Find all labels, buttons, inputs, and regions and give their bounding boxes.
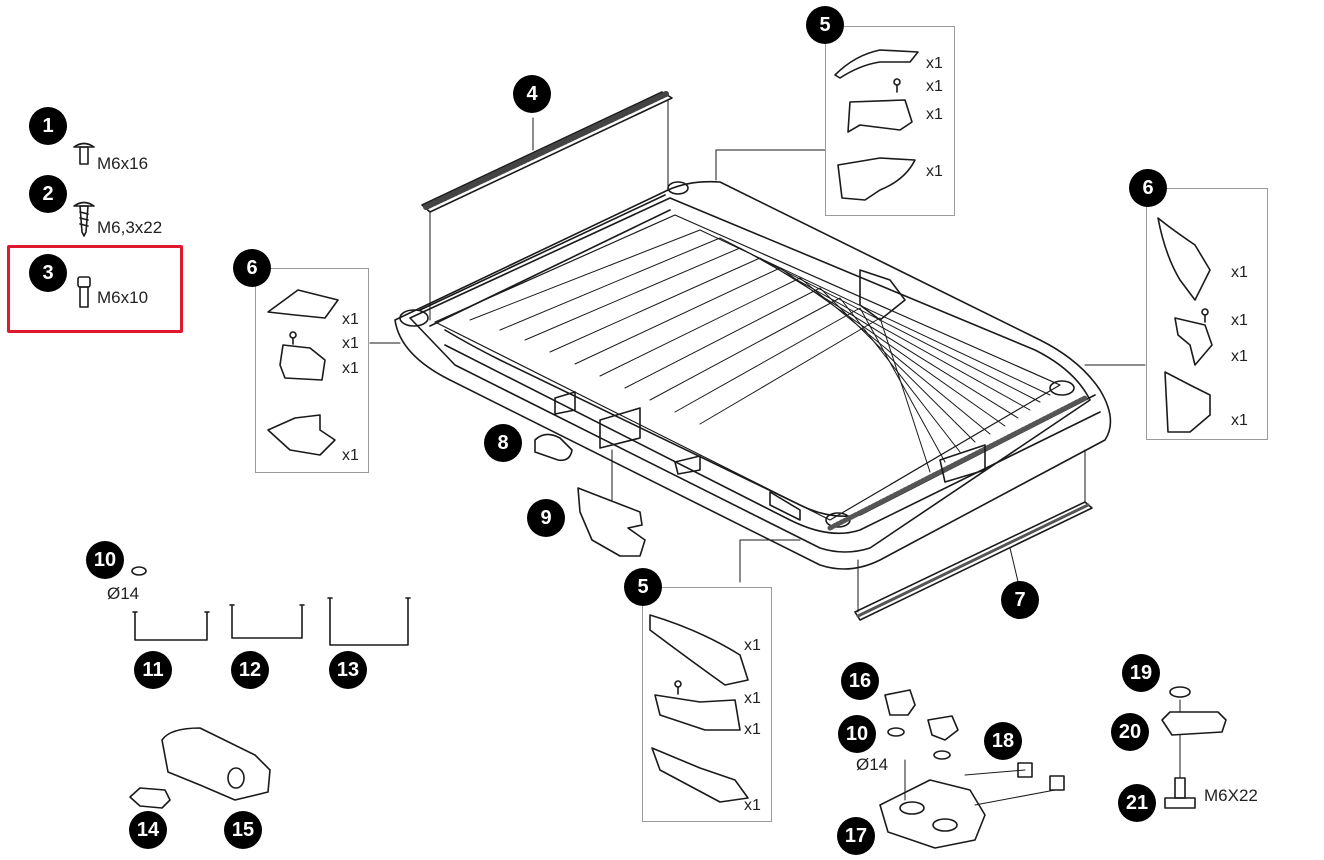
- qty: x1: [342, 311, 359, 328]
- basket-frame: [394, 180, 1112, 570]
- qty: x1: [744, 797, 761, 814]
- plate-17: [879, 759, 1056, 849]
- label-part-10b: Ø14: [856, 755, 889, 774]
- parts-box-6-left: [255, 268, 369, 473]
- qty: x1: [1231, 348, 1248, 365]
- badge-7: 7: [1001, 581, 1039, 619]
- nut-18a: [1017, 762, 1033, 778]
- nut-18b: [1049, 775, 1065, 791]
- qty: x1: [926, 78, 943, 95]
- parts-box-5-top: [825, 26, 955, 216]
- parts-box-6-right: [1146, 188, 1268, 440]
- part-7-strip: [854, 449, 1093, 621]
- badge-16: 16: [841, 662, 879, 700]
- part-8-clip: [534, 433, 573, 462]
- box-5-top-parts: [834, 49, 919, 201]
- u-bolt-13: [327, 597, 411, 646]
- u-bolt-12: [229, 604, 305, 639]
- badge-13: 13: [329, 651, 367, 689]
- badge-14: 14: [129, 811, 167, 849]
- badge-10: 10: [86, 541, 124, 579]
- badge-6-right: 6: [1129, 169, 1167, 207]
- qty: x1: [1231, 312, 1248, 329]
- part-4-rail: [421, 91, 673, 321]
- badge-1: 1: [29, 107, 67, 145]
- qty: x1: [926, 55, 943, 72]
- washer-10b: [887, 727, 905, 737]
- box-6-right-parts: [1157, 217, 1213, 433]
- badge-9: 9: [527, 499, 565, 537]
- badge-18: 18: [984, 722, 1022, 760]
- washer-19: [1169, 686, 1191, 698]
- box-6-left-parts: [267, 289, 339, 456]
- badge-8: 8: [484, 424, 522, 462]
- part-14-plug: [129, 787, 171, 809]
- badge-5-top: 5: [806, 6, 844, 44]
- badge-11: 11: [134, 651, 172, 689]
- u-bolt-11: [132, 611, 210, 641]
- badge-2: 2: [29, 175, 67, 213]
- qty: x1: [1231, 264, 1248, 281]
- badge-12: 12: [231, 651, 269, 689]
- box-5-bottom-parts: [649, 614, 749, 803]
- bolt-21: [1164, 734, 1196, 809]
- badge-21: 21: [1118, 784, 1156, 822]
- qty: x1: [1231, 412, 1248, 429]
- badge-20: 20: [1111, 713, 1149, 751]
- qty: x1: [744, 637, 761, 654]
- label-part-3: M6x10: [97, 288, 149, 307]
- knob-16: [884, 689, 959, 741]
- badge-19: 19: [1122, 654, 1160, 692]
- screw-2: [73, 201, 95, 237]
- part-9-bracket: [577, 487, 646, 557]
- label-part-21: M6X22: [1204, 786, 1258, 805]
- qty: x1: [926, 106, 943, 123]
- qty: x1: [342, 447, 359, 464]
- part-15-end-cap: [161, 727, 271, 801]
- label-part-1: M6x16: [97, 154, 149, 173]
- badge-3: 3: [29, 254, 67, 292]
- qty: x1: [342, 360, 359, 377]
- screw-3: [77, 276, 91, 308]
- qty: x1: [744, 721, 761, 738]
- highlight-part-3: [7, 245, 183, 333]
- screw-1: [73, 142, 95, 165]
- label-part-2: M6,3x22: [97, 218, 163, 237]
- label-part-10: Ø14: [107, 584, 140, 603]
- qty: x1: [926, 163, 943, 180]
- badge-15: 15: [224, 811, 262, 849]
- badge-10b: 10: [838, 715, 876, 753]
- washer-10: [131, 566, 147, 576]
- badge-6-left: 6: [233, 249, 271, 287]
- qty: x1: [744, 690, 761, 707]
- badge-4: 4: [513, 75, 551, 113]
- badge-17: 17: [837, 817, 875, 855]
- qty: x1: [342, 335, 359, 352]
- badge-5-bottom: 5: [624, 568, 662, 606]
- block-20: [1161, 711, 1227, 736]
- parts-box-5-bottom: [642, 587, 772, 822]
